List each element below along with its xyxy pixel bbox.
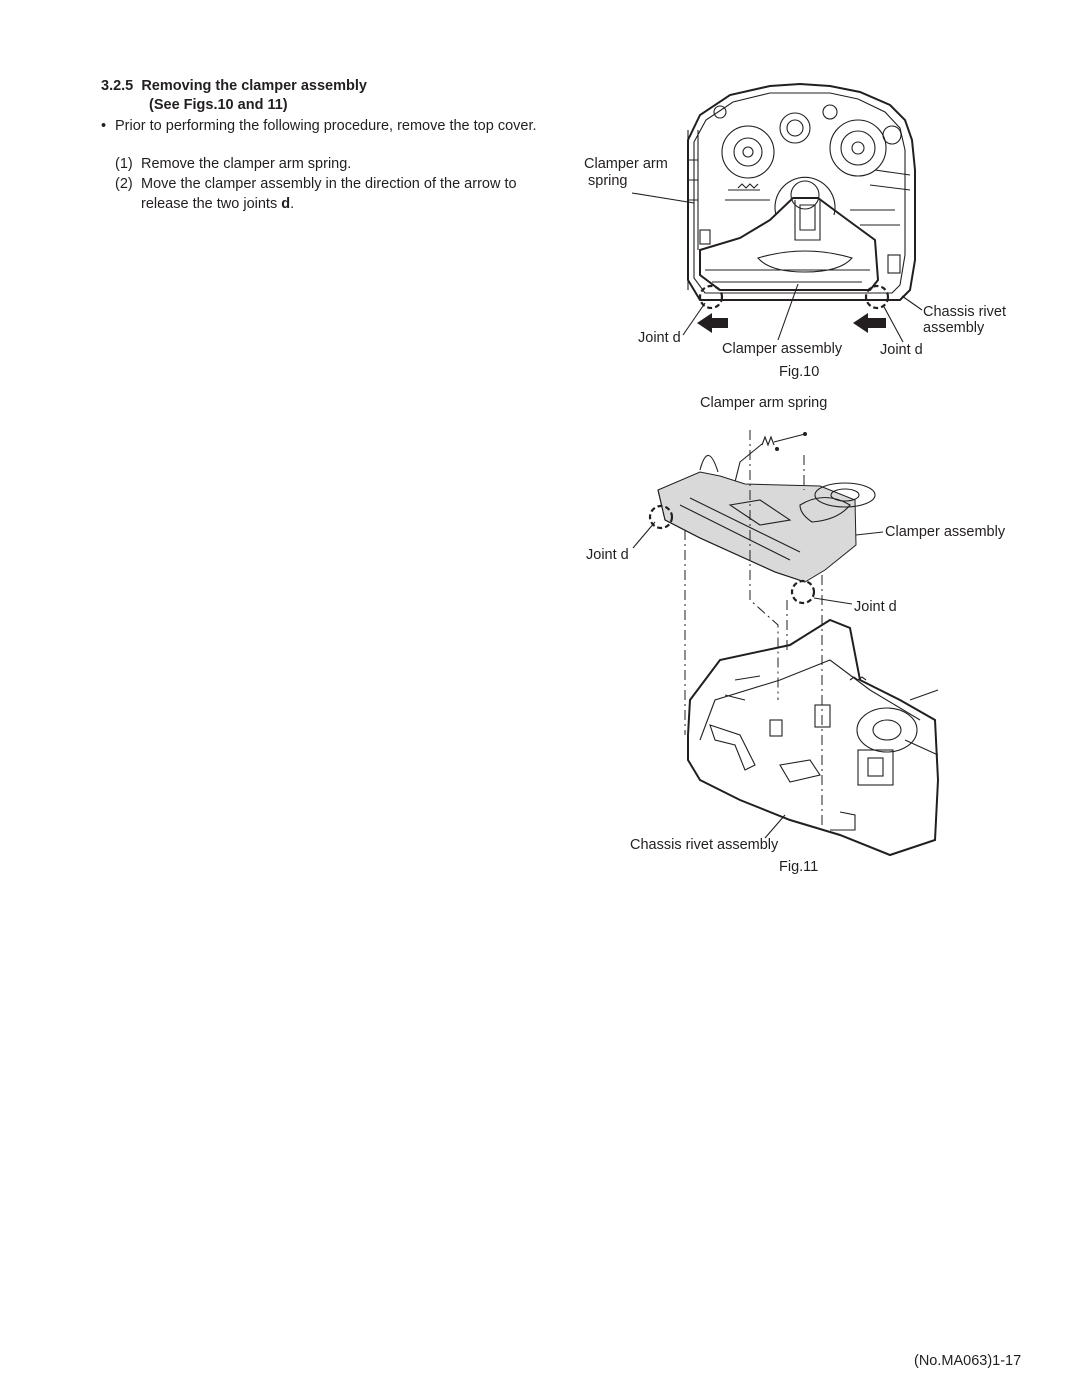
joint-d-right-marker <box>790 579 816 605</box>
label-clamper-arm-spring: Clamper arm spring <box>700 395 828 411</box>
label-joint-d-left: Joint d <box>586 547 629 563</box>
joint-letter: d <box>281 196 291 212</box>
label-spring: spring <box>588 173 628 189</box>
section-number: 3.2.5 <box>101 78 134 94</box>
joint-d-left-marker <box>648 504 674 530</box>
label-joint-d-right: Joint d <box>854 599 897 615</box>
step-number: (2) <box>115 176 133 192</box>
label-clamper-arm: Clamper arm <box>584 156 668 172</box>
section-title: Removing the clamper assembly <box>141 78 367 94</box>
label-chassis-rivet: Chassis rivet <box>923 304 1006 320</box>
label-clamper-assembly: Clamper assembly <box>885 524 1006 540</box>
step-2: (2) Move the clamper assembly in the dir… <box>115 174 549 214</box>
step-number: (1) <box>115 156 133 172</box>
clamper-assembly-exploded <box>657 454 876 583</box>
intro-paragraph: • Prior to performing the following proc… <box>101 116 549 136</box>
clamper-arm-spring <box>734 432 807 483</box>
intro-text: Prior to performing the following proced… <box>115 118 537 134</box>
joint-d-right-marker <box>864 284 890 310</box>
page-reference: (No.MA063)1-17 <box>914 1353 1022 1369</box>
label-assembly: assembly <box>923 320 985 336</box>
section-subtitle: (See Figs.10 and 11) <box>149 97 288 113</box>
label-joint-d-right: Joint d <box>880 342 923 358</box>
joint-d-left-marker <box>698 284 724 310</box>
step-text: Remove the clamper arm spring. <box>141 156 352 172</box>
label-chassis-rivet-assembly: Chassis rivet assembly <box>630 837 779 853</box>
left-arrow-icon <box>853 313 886 333</box>
step-text: Move the clamper assembly in the directi… <box>141 176 517 212</box>
step-1: (1) Remove the clamper arm spring. <box>115 154 549 174</box>
fig11-caption: Fig.11 <box>779 859 819 875</box>
bullet-mark: • <box>101 118 107 134</box>
step-text-end: . <box>290 196 295 212</box>
cd-mechanism-top-view <box>687 82 916 301</box>
label-clamper-assembly: Clamper assembly <box>722 341 843 357</box>
section-heading: 3.2.5 Removing the clamper assembly <box>101 77 367 96</box>
label-joint-d-left: Joint d <box>638 330 681 346</box>
fig10-caption: Fig.10 <box>779 364 820 380</box>
chassis-rivet-assembly-drawing <box>687 618 940 857</box>
left-arrow-icon <box>697 313 728 333</box>
